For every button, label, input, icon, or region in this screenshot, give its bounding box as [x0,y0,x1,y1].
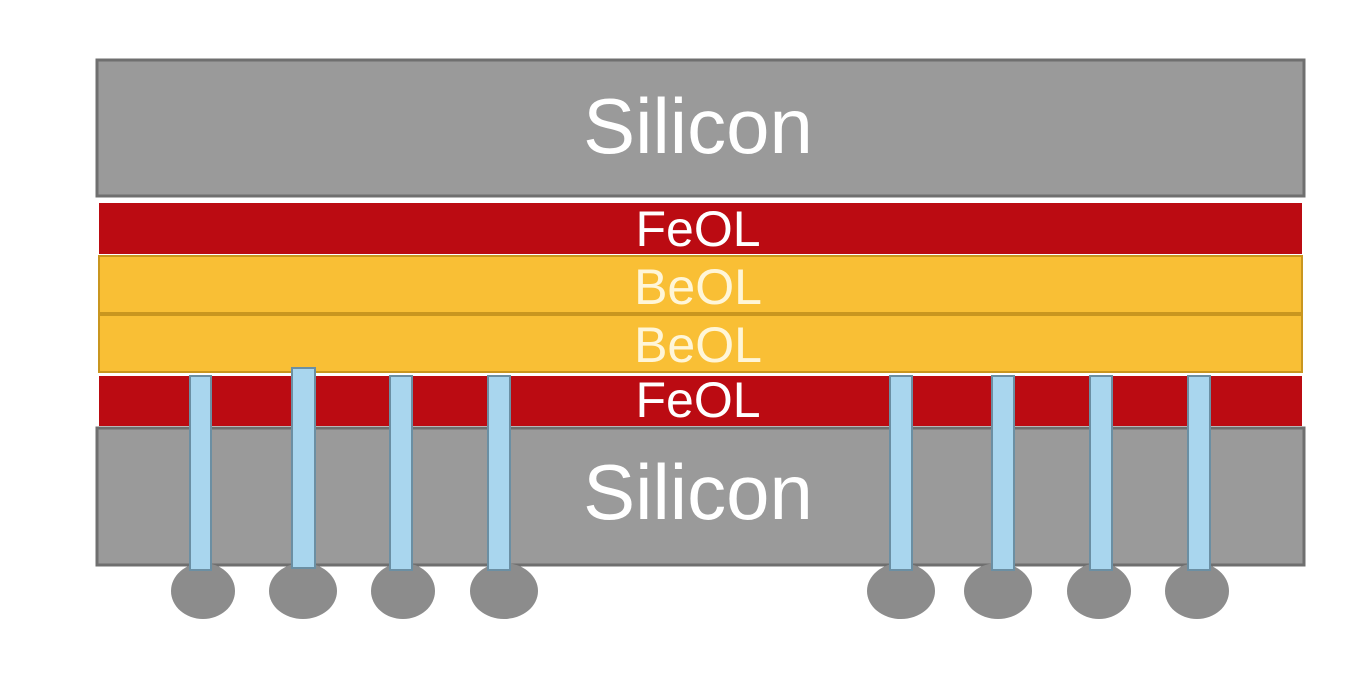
through-silicon-via [291,367,316,569]
through-silicon-via [889,375,913,571]
solder-bump [269,563,337,619]
through-silicon-via [1187,375,1211,571]
through-silicon-via [1089,375,1113,571]
beol-bottom-label: BeOL [634,317,762,373]
silicon-top-layer [95,58,1306,198]
solder-bump [867,563,935,619]
solder-bump [171,563,235,619]
solder-bump [1067,563,1131,619]
solder-bump [371,563,435,619]
solder-bump [470,563,538,619]
silicon-top-label: Silicon [583,82,813,170]
solder-bump [964,563,1032,619]
through-silicon-via [389,375,413,571]
solder-bump [1165,563,1229,619]
feol-top-layer [99,203,1302,254]
feol-top-label: FeOL [635,201,760,257]
through-silicon-via [189,375,212,571]
beol-top-label: BeOL [634,259,762,315]
through-silicon-via [487,375,511,571]
through-silicon-vias [189,367,1211,571]
silicon-bottom-label: Silicon [583,448,813,536]
solder-bumps [171,563,1229,619]
through-silicon-via [991,375,1015,571]
feol-bottom-label: FeOL [635,372,760,428]
beol-bottom-layer [98,314,1303,373]
beol-top-layer [98,255,1303,314]
